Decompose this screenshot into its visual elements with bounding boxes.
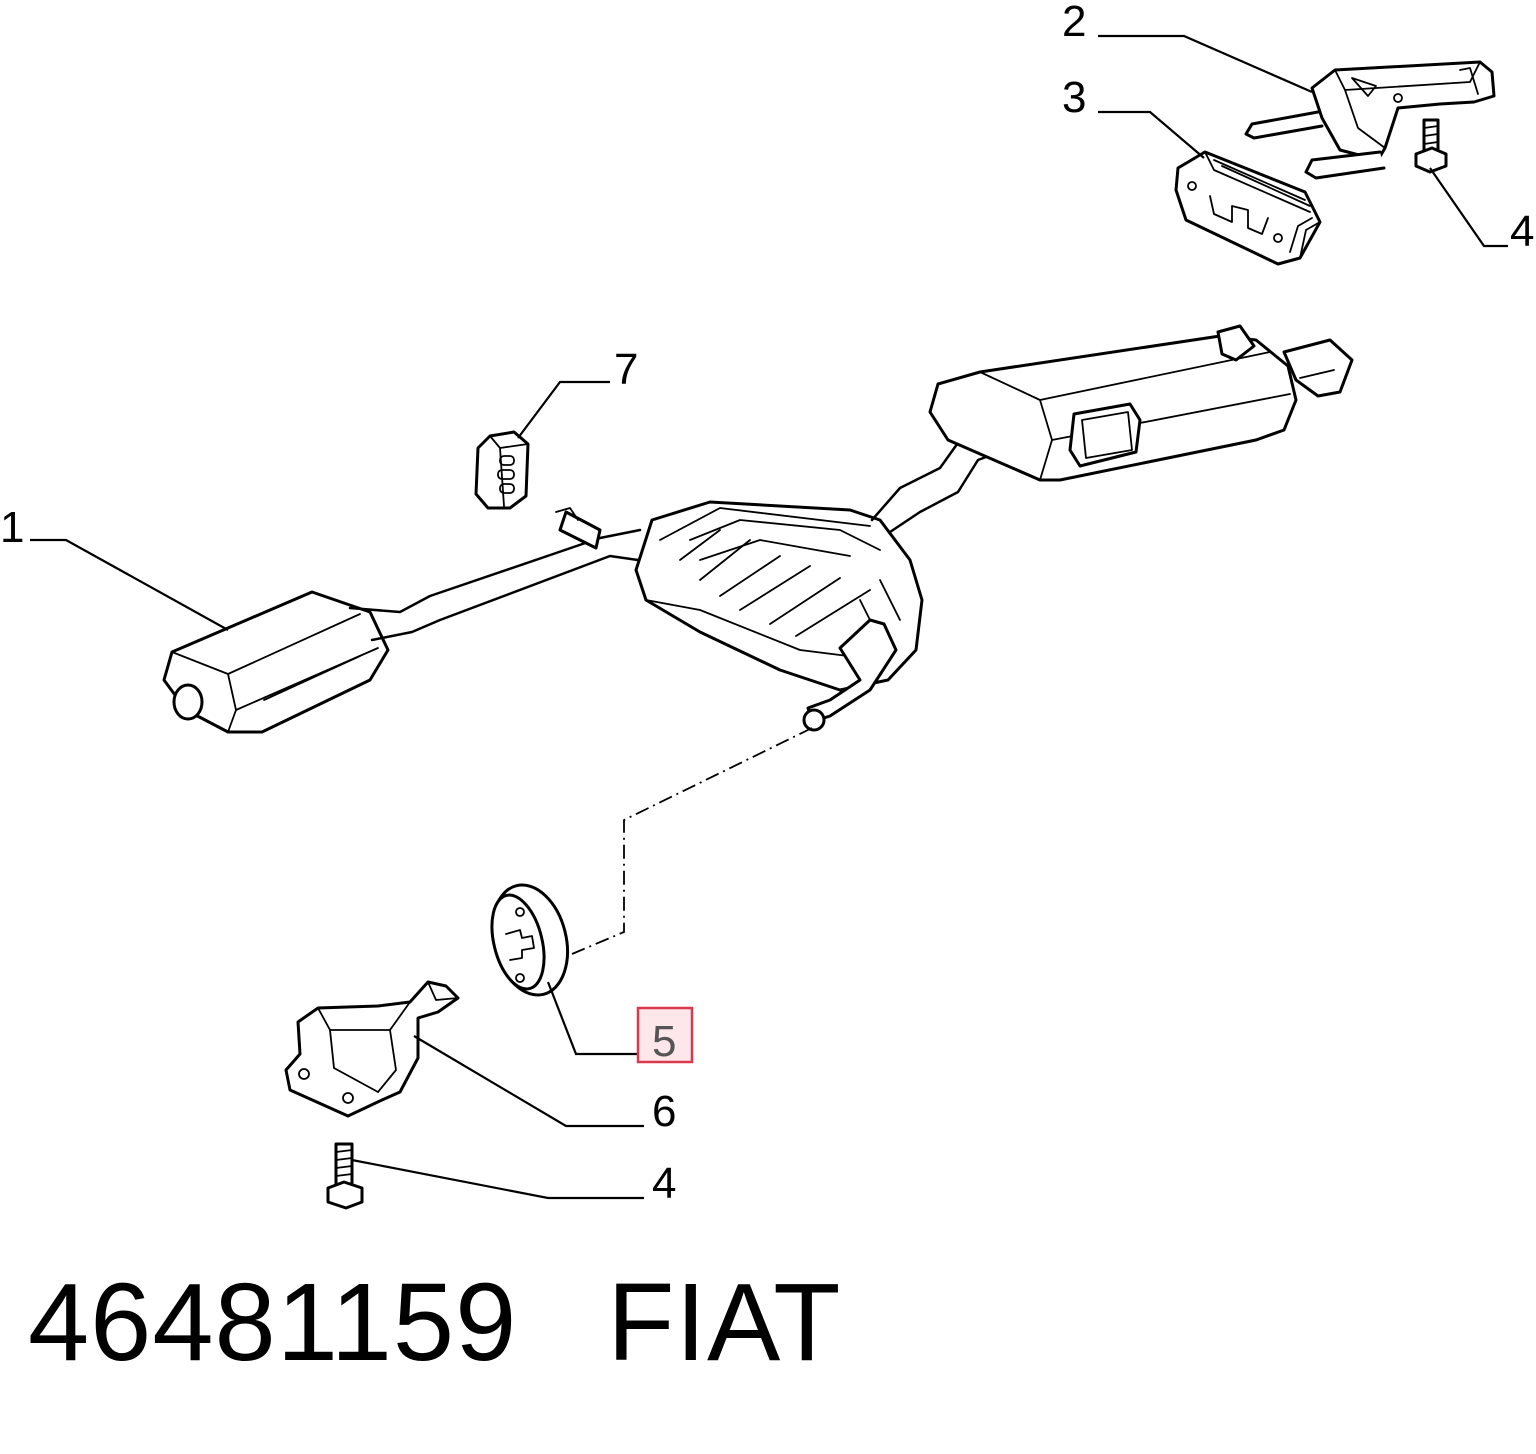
callout-5-highlight [636, 1006, 694, 1064]
part-4-bolt-bottom [326, 1142, 364, 1210]
exhaust-pipes [348, 507, 642, 642]
part-5-rubber-ring [490, 883, 569, 997]
callout-5: 5 [652, 1017, 676, 1066]
assembly-dash-line [571, 727, 813, 955]
callout-1: 1 [0, 503, 24, 552]
leader-lines [30, 34, 1508, 1200]
callout-4-bottom: 4 [652, 1159, 676, 1208]
part-number: 46481159 [28, 1261, 518, 1384]
callout-labels: 1 2 3 4 7 5 6 4 [0, 0, 1534, 1208]
callout-2: 2 [1062, 0, 1086, 46]
callout-4-top: 4 [1510, 207, 1534, 256]
part-6-lower-bracket [284, 980, 460, 1118]
part-7-small-rubber [474, 430, 530, 510]
rear-silencer [928, 324, 1354, 482]
callout-7: 7 [614, 345, 638, 394]
part-4-bolt-top [1414, 118, 1448, 174]
part-1-front-silencer [162, 590, 390, 734]
part-3-rubber-mount [1174, 150, 1322, 266]
callout-6: 6 [652, 1087, 676, 1136]
callout-3: 3 [1062, 73, 1086, 122]
brand-name: FIAT [607, 1261, 842, 1384]
part-2-bracket [1244, 60, 1496, 180]
